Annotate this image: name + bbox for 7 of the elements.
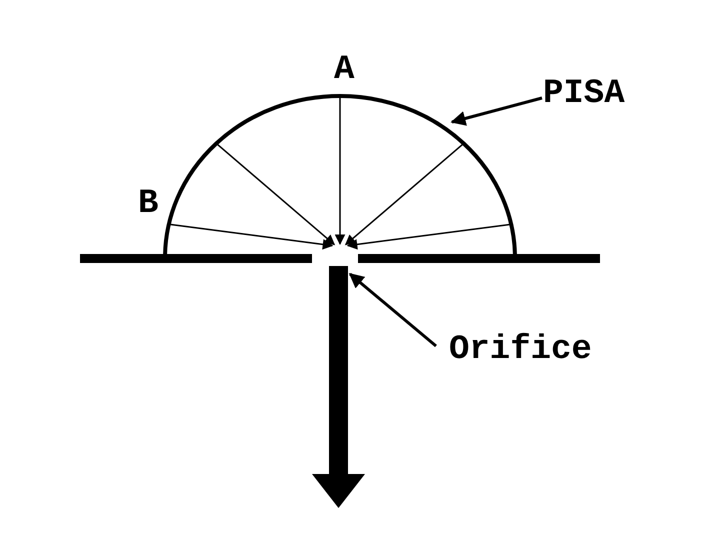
leader-line <box>348 272 437 348</box>
part-label: PISA <box>543 76 625 112</box>
leader-line <box>450 96 542 126</box>
part-label: Orifice <box>449 332 592 368</box>
point-label: B <box>138 186 158 222</box>
flow-jet-arrow <box>312 266 365 508</box>
point-label: A <box>334 52 354 88</box>
